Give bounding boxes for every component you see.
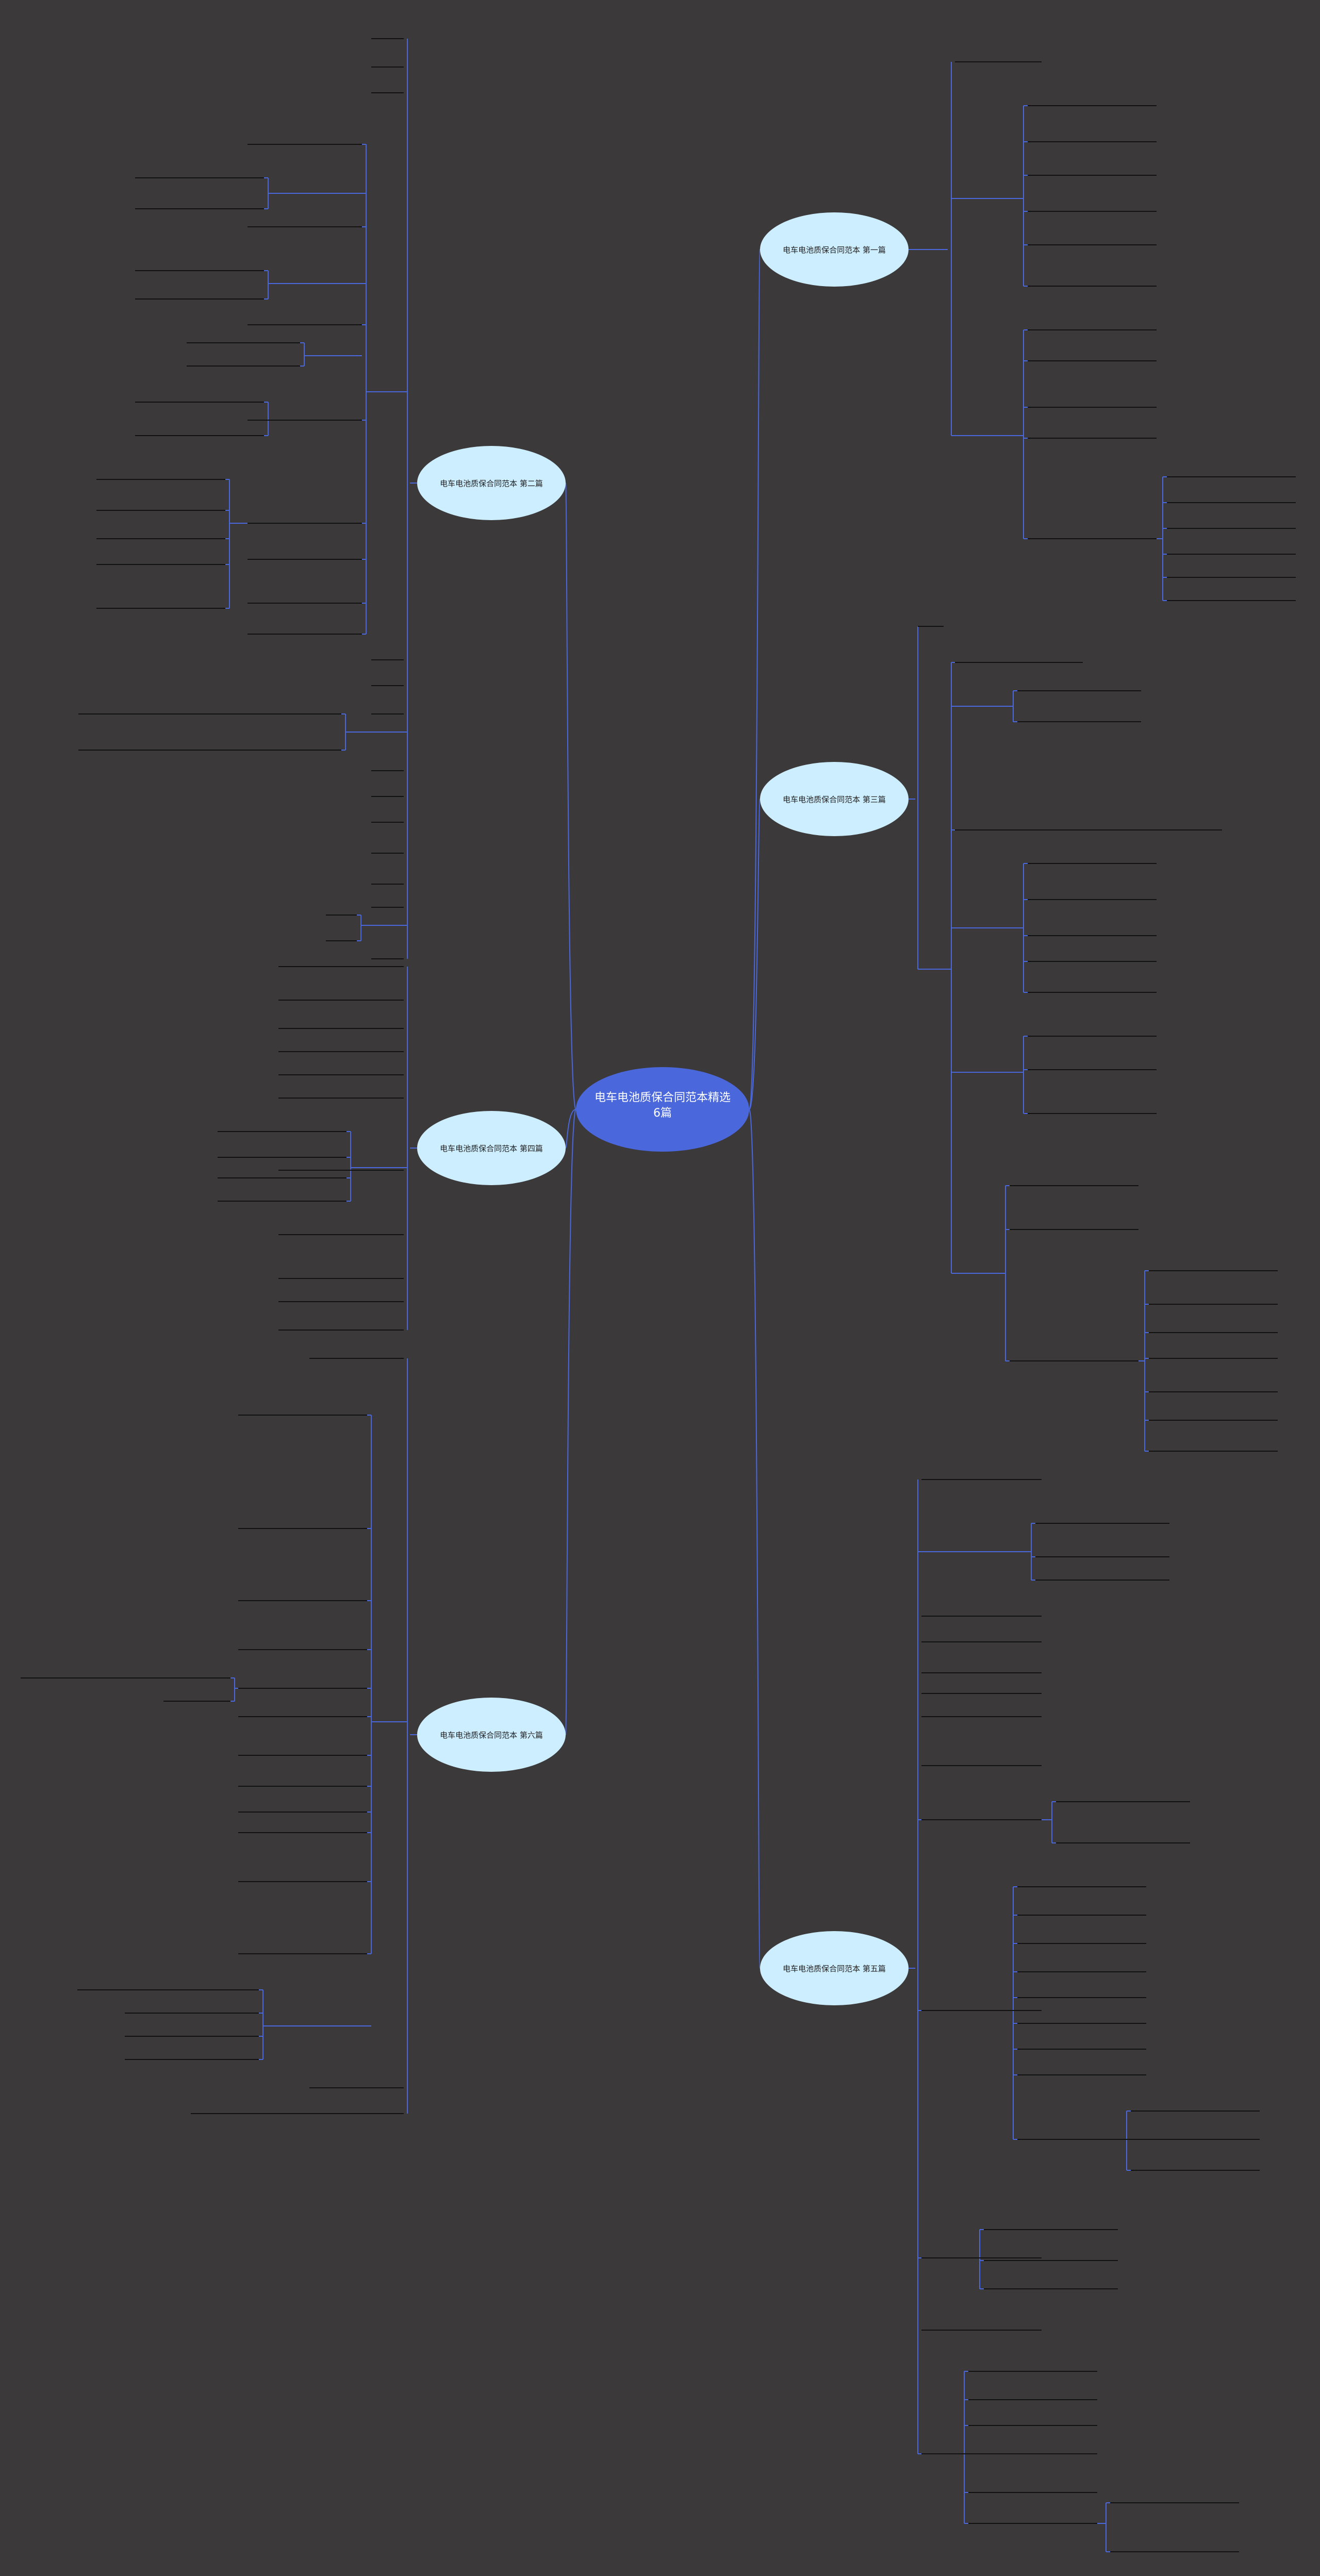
branch-ellipse xyxy=(760,212,909,287)
leaf-lines xyxy=(21,38,1296,2552)
branch-node-4[interactable]: 电车电池质保合同范本 第四篇 xyxy=(417,1111,566,1185)
branch-label: 电车电池质保合同范本 第三篇 xyxy=(783,795,886,804)
branch-node-2[interactable]: 电车电池质保合同范本 第二篇 xyxy=(417,446,566,520)
branch-node-1[interactable]: 电车电池质保合同范本 第一篇 xyxy=(760,212,909,287)
root-connector-left xyxy=(565,1109,576,1735)
connectors xyxy=(225,39,1167,2552)
root-connector-left xyxy=(565,483,576,1110)
branch-ellipse xyxy=(417,1111,566,1185)
branch-label: 电车电池质保合同范本 第二篇 xyxy=(440,479,543,488)
branch-node-5[interactable]: 电车电池质保合同范本 第五篇 xyxy=(760,1931,909,2005)
branch-node-6[interactable]: 电车电池质保合同范本 第六篇 xyxy=(417,1698,566,1772)
branch-label: 电车电池质保合同范本 第六篇 xyxy=(440,1731,543,1740)
root-ellipse xyxy=(576,1067,749,1152)
branch-label: 电车电池质保合同范本 第四篇 xyxy=(440,1144,543,1153)
branch-ellipse xyxy=(760,1931,909,2005)
root-connector-right xyxy=(749,1109,761,1969)
root-connector-right xyxy=(749,249,761,1110)
root-connector-left xyxy=(565,1109,576,1149)
branch-ellipse xyxy=(417,446,566,520)
branch-ellipse xyxy=(760,762,909,836)
root-connector-right xyxy=(749,799,761,1110)
root-label: 电车电池质保合同范本精选6篇 xyxy=(594,1091,731,1120)
branch-label: 电车电池质保合同范本 第五篇 xyxy=(783,1964,886,1973)
root-node[interactable]: 电车电池质保合同范本精选6篇 xyxy=(576,1067,749,1152)
branch-label: 电车电池质保合同范本 第一篇 xyxy=(783,245,886,255)
branch-ellipse xyxy=(417,1698,566,1772)
branch-node-3[interactable]: 电车电池质保合同范本 第三篇 xyxy=(760,762,909,836)
